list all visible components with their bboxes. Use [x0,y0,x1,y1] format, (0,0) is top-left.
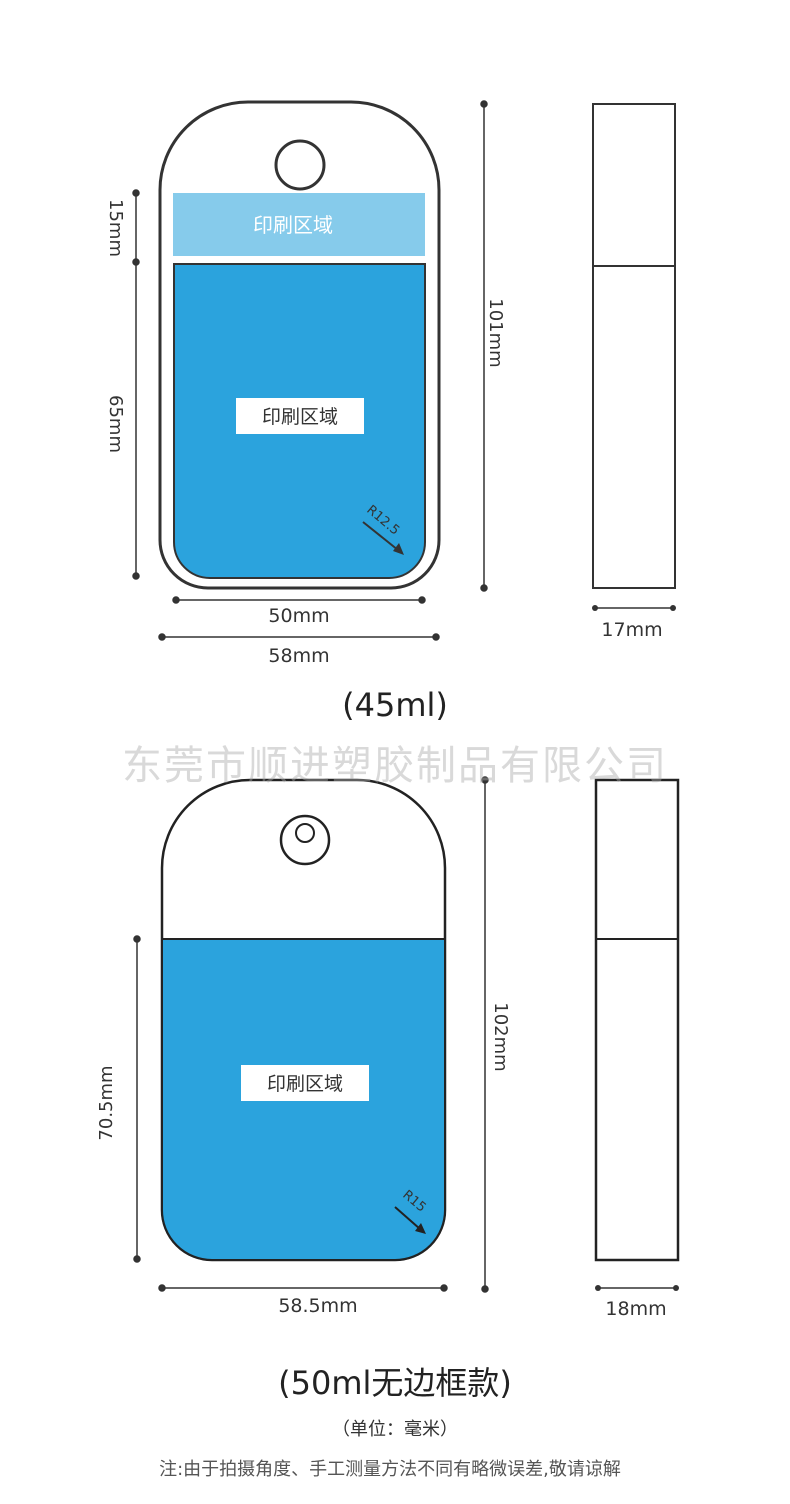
radius-arrow-45 [362,521,399,551]
hang-hole-icon [274,139,326,191]
caption-45ml: (45ml) [342,686,448,724]
radius-arrowhead-50 [415,1223,426,1234]
print-area-label: 印刷区域 [262,406,338,428]
dim-50-print-area: 70.5mm [96,1065,117,1140]
disclaimer-note: 注:由于拍摄角度、手工测量方法不同有略微误差,敬请谅解 [159,1459,621,1480]
dim-45-print-area: 65mm [105,395,126,453]
print-area-label-50: 印刷区域 [267,1073,343,1095]
print-area-label-box-50 [241,1065,369,1101]
bottle-45-side-view [592,103,676,611]
dim-50-height: 102mm [490,1002,511,1071]
bottle-50-front: 印刷区域 R15 [160,778,447,1262]
radius-arrow-50 [394,1206,421,1230]
hang-hole-inner-icon [295,823,315,843]
top-band-print-label: 印刷区域 [253,213,333,237]
print-area-label-box [236,398,364,434]
dim-50-width: 58.5mm [278,1295,357,1317]
dim-45-side-width: 17mm [601,619,662,641]
radius-arrowhead-45 [393,543,404,555]
watermark-text: 东莞市顺进塑胶制品有限公司 [122,743,668,789]
dim-50-side-width: 18mm [605,1298,666,1320]
dim-45-outer-width: 58mm [268,645,329,667]
unit-note: （单位：毫米） [332,1419,458,1440]
bottle-50-side-view [594,778,680,1291]
bottle-45-dimensions [132,100,488,641]
dim-45-inner-width: 50mm [268,605,329,627]
bottle-45-top-print-band [173,193,425,256]
dim-45-top-band: 15mm [105,199,126,257]
caption-50ml: (50ml无边框款) [278,1364,512,1402]
dim-45-height: 101mm [485,298,506,367]
bottle-50-dimensions [133,776,489,1293]
bottle-45-front: 印刷区域 印刷区域 R12.5 [158,100,441,590]
